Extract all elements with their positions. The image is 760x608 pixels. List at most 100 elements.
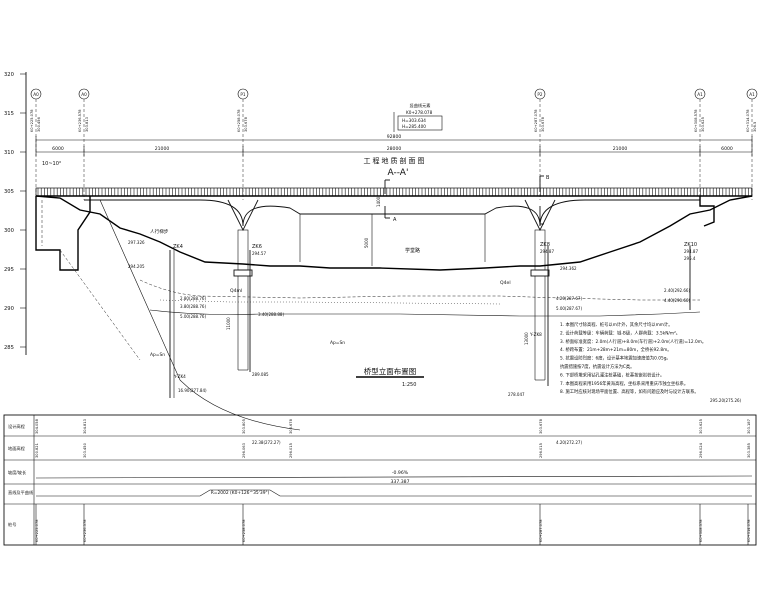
soil-label-2: Q4el (500, 280, 511, 286)
table-ground-elev: 296.024 (699, 442, 703, 458)
table-design-elev: 303.805 (242, 419, 246, 434)
table-stake: K0+258.078 (242, 519, 246, 542)
borehole-zk8: ZK8 294.87 294.362 (540, 242, 577, 386)
axis-marker-elev: 303.813 (85, 117, 89, 132)
borehole-zk6: ZK6 294.57 (249, 244, 266, 372)
design-notes: 1. 本图尺寸除高程、桩号以m计外，其余尺寸均以mm计。2. 设计荷载等级：车辆… (560, 321, 706, 395)
axis-marker-elev: 303.625 (701, 117, 705, 132)
table-stake: K0+314.078 (747, 519, 751, 542)
svg-text:16.90(277.84): 16.90(277.84) (178, 388, 207, 393)
svg-text:3.80(288.76): 3.80(288.76) (180, 304, 206, 309)
section-b-label: B (546, 175, 550, 181)
table-design-elev: 303.678 (289, 418, 293, 434)
table-stake: K0+236.578 (83, 519, 87, 542)
axis-tick-label: 300 (4, 228, 14, 234)
geology-layers: Q4ml Q4el Ap=Sn Ap=Sn (59, 199, 701, 431)
axis-marker-label: A0 (33, 92, 39, 97)
pile-dim-p2: 13000 (524, 332, 529, 345)
boreholes: ZK4 297.326 294.205 ZK6 294.57 ZK8 294.8… (128, 240, 698, 398)
vertical-curve-line3: H=303.634 (402, 118, 426, 123)
borehole-level: 294.205 (128, 264, 145, 269)
note-line: 5. 抗震设防烈度：6度，设计基本地震加速度值为0.05g。 (560, 355, 671, 362)
svg-text:5.00(288.76): 5.00(288.76) (180, 314, 206, 319)
axis-tick-label: 290 (4, 306, 14, 312)
vertical-curve-box: 竖曲线元素 K0+278.078 H=303.634 H=285.400 (393, 102, 443, 132)
note-line: 1. 本图尺寸除高程、桩号以m计外，其余尺寸均以mm计。 (560, 321, 673, 328)
borehole-yzk4: Y-ZK4 (173, 374, 186, 379)
vertical-curve-line2: H=285.400 (402, 124, 426, 129)
elev-extra2: 4.20(272.27) (556, 440, 582, 445)
svg-text:5.00(287.67): 5.00(287.67) (556, 306, 582, 311)
axis-tick-label: 285 (4, 345, 14, 351)
axis-marker-label: P1 (240, 92, 246, 97)
layer-notes: 2.80(288.76) 3.80(288.76) 5.00(288.76) 3… (178, 288, 742, 403)
borehole-name: ZK10 (684, 242, 697, 248)
walkway-label: 人行梯步 (150, 228, 169, 235)
table-stake: K0+308.578 (699, 519, 703, 542)
section-a-label: A (393, 217, 397, 223)
clearance-dim: 5000 (364, 237, 369, 248)
axis-marker-elev: 306.5 (753, 122, 757, 132)
dim-span-2: 21000 (155, 146, 170, 152)
borehole-top: 294.87 (540, 249, 554, 254)
borehole-name: ZK6 (252, 244, 262, 250)
axis-tick-label: 295 (4, 267, 14, 273)
road-label: 学堂路 (405, 247, 420, 254)
vertical-curve-line1: K0+278.078 (406, 110, 433, 115)
pier-p2: 13000 (524, 199, 556, 381)
note-line: 抗震措施按7度，抗震设计方法为C类。 (560, 363, 634, 370)
axis-marker-label: A0 (81, 92, 87, 97)
table-design-elev: 303.625 (699, 419, 703, 434)
table-stake: K0+225.078 (35, 519, 39, 542)
note-line: 3. 桥面标准宽度：2.0m(人行道)+8.0m(车行道)+2.0m(人行道)=… (560, 338, 706, 345)
axis-marker-label: A1 (749, 92, 755, 97)
pier-p1: 11000 (226, 199, 259, 371)
borehole-zk4: ZK4 297.326 294.205 (128, 240, 183, 398)
axis-marker-elev: 303.678 (541, 116, 545, 132)
title-top: 工程地质剖面图 (364, 156, 427, 165)
axis-marker-elev: 303.678 (244, 116, 248, 132)
axis-marker-stake: K0+225.078 (30, 109, 34, 132)
vertical-curve-title: 竖曲线元素 (410, 102, 431, 109)
svg-text:278.047: 278.047 (508, 392, 525, 397)
rock-label-2: Ap=Sn (330, 340, 345, 346)
svg-text:4.20(287.67): 4.20(287.67) (556, 296, 582, 301)
svg-text:3.40(288.88): 3.40(288.88) (258, 312, 284, 317)
table-design-elev: 303.678 (539, 418, 543, 434)
dim-main: 28000 (387, 146, 402, 152)
table-ground-elev: 296.063 (242, 443, 246, 458)
abutment-a0 (35, 196, 91, 271)
section-a-marker: A (384, 179, 397, 223)
curve-value: R=2002 (K0+126^35'39") (211, 490, 270, 496)
grade-value: -0.96% (392, 470, 409, 476)
soil-label-1: Q4ml (230, 288, 242, 294)
svg-text:289.085: 289.085 (252, 372, 269, 377)
abutment-a1 (699, 196, 715, 227)
axis-tick-label: 305 (4, 189, 14, 195)
table-stake: K0+287.078 (539, 519, 543, 542)
section-aa: A--A' (388, 168, 409, 178)
borehole-top: 297.326 (128, 240, 145, 245)
rock-label-1: Ap=Sn (150, 352, 165, 358)
note-line: 8. 施工时应核对现场平面位置、高程等，如有问题应及时与设计方联系。 (560, 388, 699, 395)
svg-text:295.20(275.26): 295.20(275.26) (710, 398, 742, 403)
table-row-label: 地面高程 (8, 445, 26, 452)
svg-text:2.80(288.76): 2.80(288.76) (180, 296, 206, 301)
dim-span-1: 6000 (52, 146, 64, 152)
svg-text:2.40(292.66): 2.40(292.66) (664, 288, 690, 293)
note-line: 6. 下部桥墩采用钻孔灌注桩基础，桩基按嵌岩桩设计。 (560, 371, 664, 378)
ground-profile: 人行梯步 (35, 195, 753, 271)
borehole-top: 294.87 (684, 249, 698, 254)
axis-marker-stake: K0+287.078 (534, 109, 538, 132)
table-row-label: 桩号 (8, 521, 16, 528)
dim-total: 92800 (387, 134, 402, 140)
borehole-yzk8: Y-ZK8 (529, 332, 542, 337)
